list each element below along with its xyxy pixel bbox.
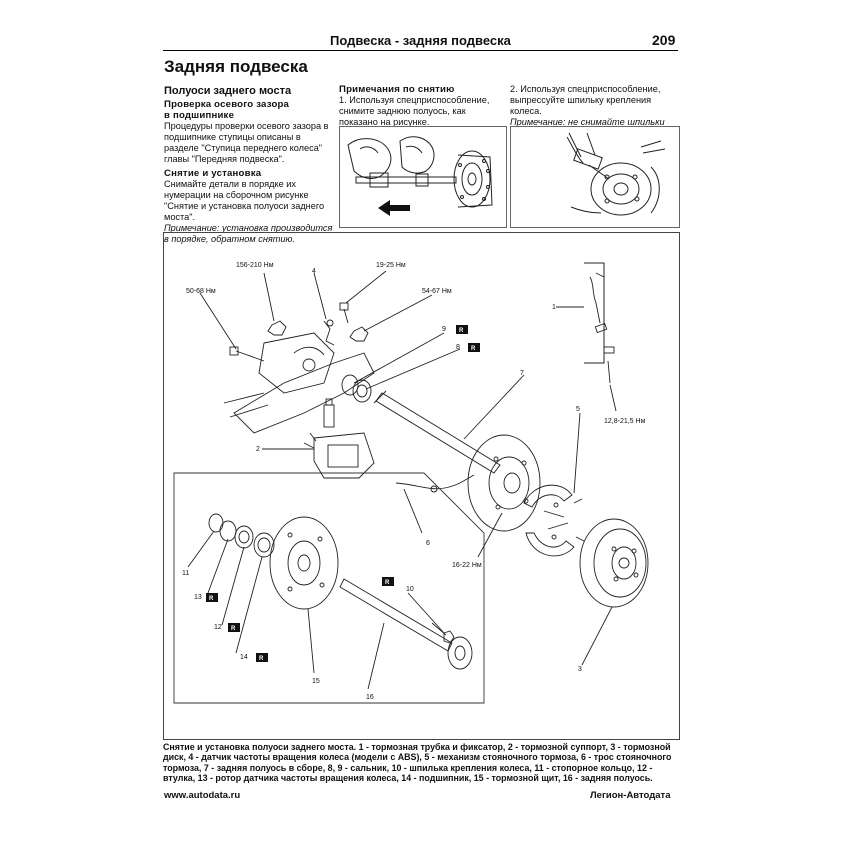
svg-text:R: R [259,656,264,662]
column-middle: Примечания по снятию 1. Используя спецпр… [339,84,504,128]
section-title: Задняя подвеска [164,57,308,76]
part-number-6: 6 [426,540,430,547]
part-number-10: 10 [406,586,414,593]
sensor-rotor [219,520,237,542]
removal-notes-heading: Примечания по снятию [339,84,455,95]
check-heading-line2: в подшипнике [164,110,235,121]
axle-puller-illustration [347,136,493,216]
torque-156-210: 156-210 Нм [236,262,274,269]
brake-shoe-lower [525,532,575,557]
torque-19-25: 19-25 Нм [376,262,406,269]
removal-heading: Снятие и установка [164,168,262,179]
retaining-ring [208,513,224,533]
part-number-3: 3 [578,666,582,673]
svg-text:R: R [385,580,390,586]
replace-badge-10: R [382,577,394,586]
direction-arrow [378,200,410,216]
part-number-14: 14 [240,654,248,661]
svg-text:R: R [231,626,236,632]
svg-text:R: R [459,328,464,334]
brake-disc [579,518,649,608]
part-number-11: 11 [182,570,189,577]
part-number-12: 12 [214,624,222,631]
brake-caliper [313,432,375,479]
part-number-7: 7 [520,370,524,377]
brake-tube [589,276,601,324]
part-number-15: 15 [312,678,320,685]
part-number-1: 1 [552,304,556,311]
hub-backing-plate [467,434,541,532]
footer-website: www.autodata.ru [164,790,241,801]
bolt-50-68 [235,350,265,362]
axle-assembly [375,392,501,474]
part-number-13: 13 [194,594,202,601]
torque-16-22: 16-22 Нм [452,562,482,569]
replace-badge-14: R [256,653,268,662]
check-paragraph: Процедуры проверки осевого зазора в подш… [164,121,329,164]
stud-press-illustration [566,132,666,216]
seal-9 [341,374,359,396]
bearing [253,532,275,558]
exploded-view-svg: 156-210 Нм 19-25 Нм 50-68 Нм 54-67 Нм 12… [173,262,649,704]
svg-text:R: R [471,346,476,352]
running-header-title: Подвеска - задняя подвеска [330,33,511,48]
abs-sensor [323,320,335,346]
part-number-16: 16 [366,694,374,701]
axle-shaft [339,578,453,652]
replace-badge-9: R [456,325,468,334]
svg-text:R: R [209,596,214,602]
replace-badge-12: R [228,623,240,632]
subsection-title: Полуоси заднего моста [164,85,292,97]
figure-axle-puller [339,126,507,228]
replace-badge-8: R [468,343,480,352]
page-number: 209 [652,32,676,48]
replace-badge-13: R [206,593,218,602]
removal-note: Примечание: установка производится в пор… [164,223,334,245]
parking-brake-cable [395,474,475,490]
part-number-4: 4 [312,268,316,275]
torque-54-67: 54-67 Нм [422,288,452,295]
figure-caption: Снятие и установка полуоси заднего моста… [163,742,672,784]
removal-paragraph: Снимайте детали в порядке их нумерации н… [164,179,325,222]
brake-shoe-upper [523,484,573,508]
note-text: : установка производится в порядке, обра… [164,223,333,244]
figure-stud-press [510,126,680,228]
removal-step-2: 2. Используя спецприспособление, выпресс… [510,84,661,116]
exploded-diagram-rear-axle: 156-210 Нм 19-25 Нм 50-68 Нм 54-67 Нм 12… [163,232,680,740]
check-heading-line1: Проверка осевого зазора [164,99,290,110]
nut-156-210 [267,320,287,336]
part-number-2: 2 [256,446,260,453]
column-left: Полуоси заднего моста Проверка осевого з… [164,86,334,245]
torque-12-8-21-5: 12,8-21,5 Нм [604,418,646,425]
brake-backing-plate [269,516,339,610]
sleeve [234,525,254,549]
header-rule [163,50,678,51]
part-number-9: 9 [442,326,446,333]
seal-8 [352,379,372,403]
part-number-8: 8 [456,344,460,351]
removal-step-1: 1. Используя спецприспособление, снимите… [339,95,490,127]
note-label: Примечание [164,223,217,233]
footer-publisher: Легион-Автодата [590,790,671,801]
part-number-5: 5 [576,406,580,413]
stud-note-label: Примечание [510,117,563,127]
grease-tube [323,404,335,428]
torque-50-68: 50-68 Нм [186,288,216,295]
